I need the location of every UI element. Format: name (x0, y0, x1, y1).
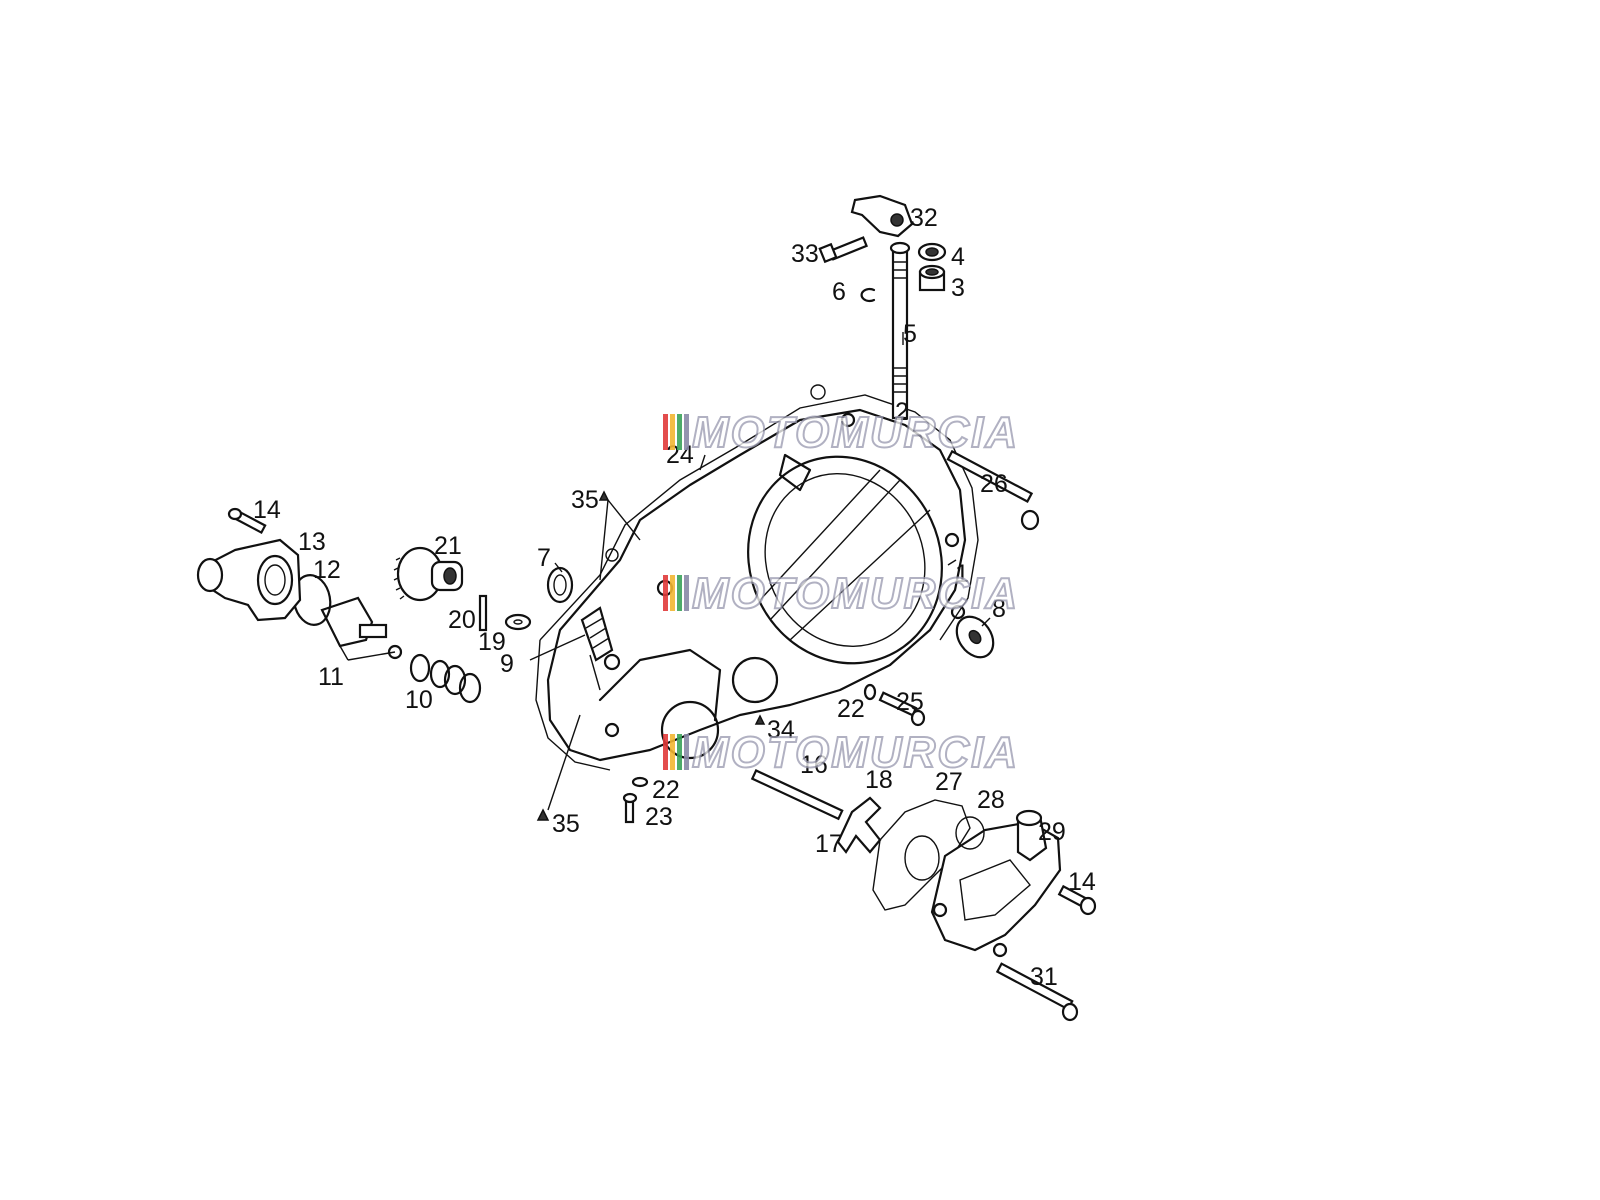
circlip-6 (860, 287, 876, 303)
watermark-stripe (684, 734, 689, 770)
callout-27: 27 (935, 768, 963, 796)
callout-6: 6 (832, 278, 846, 306)
watermark-stripe (677, 414, 682, 450)
callout-14-left: 14 (253, 496, 281, 524)
callout-25: 25 (896, 688, 924, 716)
watermark-stripe (684, 575, 689, 611)
pump-nozzle-29 (1015, 809, 1048, 862)
bolt-25 (878, 691, 926, 727)
callout-4: 4 (951, 243, 965, 271)
leader-lines (339, 332, 991, 811)
callout-7: 7 (537, 544, 551, 572)
kickstart-lever-32 (850, 194, 914, 238)
watermark-stripe (670, 414, 675, 450)
callout-22-lower: 22 (652, 776, 680, 804)
callout-9: 9 (500, 650, 514, 678)
washer-22-lower (631, 776, 649, 788)
impeller-17 (836, 796, 882, 854)
callout-28: 28 (977, 786, 1005, 814)
watermark-stripe (663, 734, 668, 770)
seals-10 (409, 653, 482, 704)
watermark-top: MOTOMURCIA (663, 407, 1019, 458)
watermark-stripe (677, 734, 682, 770)
callout-20: 20 (448, 606, 476, 634)
callout-14-right: 14 (1068, 868, 1096, 896)
callout-21: 21 (434, 532, 462, 560)
watermark-stripe (677, 575, 682, 611)
washer-8 (955, 615, 995, 659)
fitting-9 (580, 606, 614, 662)
washer-19 (504, 613, 532, 631)
bolt-23 (622, 792, 638, 824)
callout-17: 17 (815, 830, 843, 858)
callout-5: 5 (903, 320, 917, 348)
callout-29: 29 (1038, 818, 1066, 846)
watermark-text: MOTOMURCIA (692, 728, 1019, 777)
callout-35-lower: 35 (552, 810, 580, 838)
callout-16: 16 (800, 751, 828, 779)
callout-8: 8 (992, 595, 1006, 623)
callout-1: 1 (955, 560, 969, 588)
pump-shaft-11 (320, 596, 403, 660)
callout-31: 31 (1030, 963, 1058, 991)
callout-12: 12 (313, 556, 341, 584)
watermark-stripe (684, 414, 689, 450)
gasket-24 (535, 384, 979, 771)
shaft-5 (889, 241, 911, 420)
bolt-14-left (227, 507, 267, 535)
bolt-26 (946, 449, 1040, 531)
callout-3: 3 (951, 274, 965, 302)
watermark-middle: MOTOMURCIA (663, 568, 1019, 619)
dowel-34 (754, 714, 766, 725)
washer-22-upper (863, 683, 877, 701)
pump-elbow-13 (196, 538, 302, 622)
pump-shaft-16 (750, 769, 844, 821)
callout-2: 2 (895, 398, 909, 426)
bushing-3 (918, 264, 946, 292)
callout-10: 10 (405, 686, 433, 714)
callout-19: 19 (478, 628, 506, 656)
callout-labels: 1 2 3 4 5 6 7 8 9 10 11 12 13 14 14 16 1… (253, 204, 1096, 991)
watermark-stripe (670, 734, 675, 770)
dowel-35-upper (598, 490, 610, 501)
callout-34: 34 (767, 716, 795, 744)
bolt-14-right (1057, 884, 1097, 916)
watermark-stripe (670, 575, 675, 611)
gear-21 (393, 546, 464, 602)
callout-26: 26 (980, 470, 1008, 498)
watermark-bottom: MOTOMURCIA (663, 727, 1019, 778)
callout-33: 33 (791, 240, 819, 268)
callout-35-upper: 35 (571, 486, 599, 514)
pin-20 (478, 594, 488, 632)
watermark-stripe (663, 575, 668, 611)
watermark-text: MOTOMURCIA (692, 569, 1019, 618)
callout-32: 32 (910, 204, 938, 232)
watermark-stripe (663, 414, 668, 450)
watermark-text: MOTOMURCIA (692, 408, 1019, 457)
bolt-33 (818, 236, 868, 264)
callout-13: 13 (298, 528, 326, 556)
callout-22-upper: 22 (837, 695, 865, 723)
callout-11: 11 (318, 663, 344, 691)
callout-18: 18 (865, 766, 893, 794)
callout-23: 23 (645, 803, 673, 831)
dowel-35-lower (536, 808, 550, 821)
oil-seal-7 (546, 566, 574, 604)
bushing-4 (917, 242, 947, 262)
bolt-31 (995, 962, 1079, 1022)
